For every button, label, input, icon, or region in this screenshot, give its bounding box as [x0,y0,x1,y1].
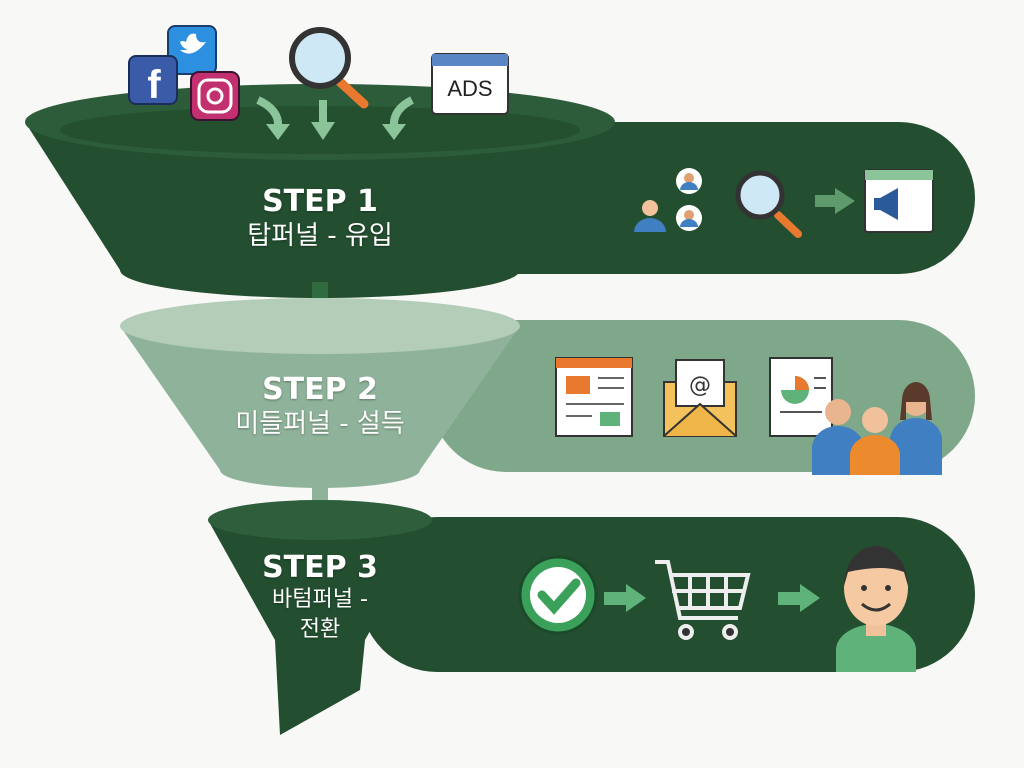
report-icon [769,357,833,437]
step2-title: STEP 2 [262,372,378,407]
funnel-middle [120,298,520,488]
step3-title: STEP 3 [262,550,378,585]
step1-label: STEP 1 탑퍼널 - 유입 [170,184,470,253]
twitter-icon[interactable] [167,25,217,75]
facebook-icon[interactable]: f [128,55,178,107]
step3-subtitle-line1: 바텀퍼널 - [272,587,368,612]
svg-text:@: @ [689,373,711,398]
arrow-right-icon [778,584,820,612]
ads-label: ADS [447,76,493,101]
audience-icon [812,382,942,475]
happy-customer-icon [836,546,916,672]
instagram-icon[interactable] [190,71,240,121]
step2-subtitle: 미들퍼널 - 설득 [235,409,405,439]
step1-title: STEP 1 [262,184,378,219]
search-icon[interactable] [289,27,369,109]
arrow-right-icon [604,584,646,612]
down-arrows-icon [256,96,414,140]
step1-subtitle: 탑퍼널 - 유입 [247,221,393,251]
shopping-cart-icon [655,560,751,640]
email-icon: @ [663,359,737,437]
svg-text:f: f [147,63,161,107]
users-icon [634,168,702,232]
newspaper-icon [555,357,633,437]
step3-band [360,517,975,672]
magnifier-icon [735,170,802,238]
arrow-right-icon [815,188,855,214]
step2-label: STEP 2 미들퍼널 - 설득 [170,372,470,441]
megaphone-browser-icon [864,169,934,233]
funnel-bottom [208,500,432,735]
checkmark-icon [518,555,598,635]
step3-subtitle-line2: 전환 [299,617,341,642]
ads-window-icon[interactable] [431,53,509,115]
step3-label: STEP 3 바텀퍼널 - 전환 [220,550,420,645]
